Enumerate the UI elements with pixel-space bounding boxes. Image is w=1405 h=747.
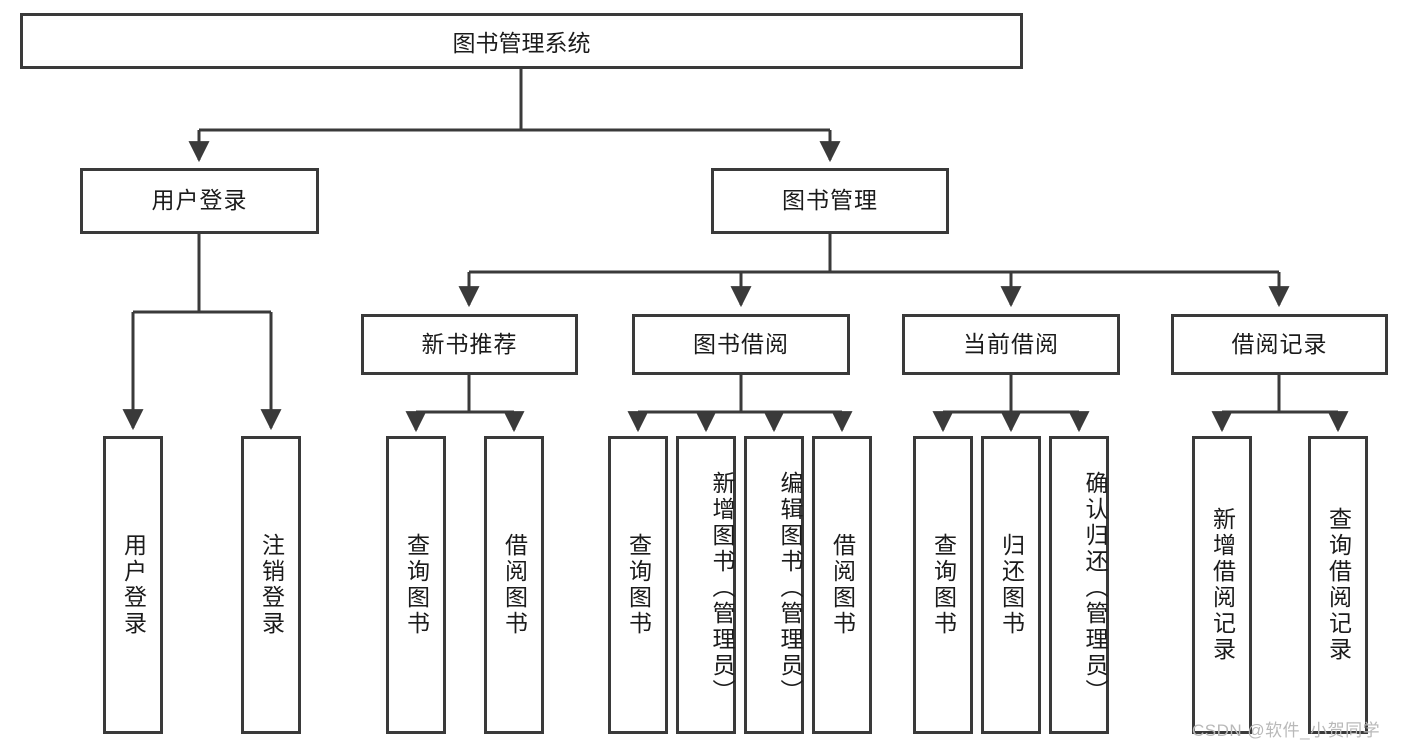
- node-root[interactable]: 图书管理系统: [20, 13, 1023, 69]
- leaf-edit-book-label: 编辑图书（管理员）: [777, 471, 803, 705]
- node-book-manage[interactable]: 图书管理: [711, 168, 949, 234]
- node-book-manage-label: 图书管理: [782, 187, 878, 214]
- leaf-logout-login[interactable]: 注销登录: [241, 436, 301, 734]
- leaf-query-borrow-record[interactable]: 查询借阅记录: [1308, 436, 1368, 734]
- leaf-query-borrow-record-label: 查询借阅记录: [1325, 507, 1352, 663]
- node-current-borrow-label: 当前借阅: [963, 330, 1059, 357]
- leaf-query-book-borrow[interactable]: 查询图书: [608, 436, 668, 734]
- leaf-query-book-borrow-label: 查询图书: [625, 533, 652, 637]
- leaf-return-book[interactable]: 归还图书: [981, 436, 1041, 734]
- node-borrow-record[interactable]: 借阅记录: [1171, 314, 1388, 375]
- node-book-borrow[interactable]: 图书借阅: [632, 314, 850, 375]
- leaf-borrow-book-recommend[interactable]: 借阅图书: [484, 436, 544, 734]
- node-current-borrow[interactable]: 当前借阅: [902, 314, 1120, 375]
- leaf-borrow-book[interactable]: 借阅图书: [812, 436, 872, 734]
- leaf-borrow-book-label: 借阅图书: [829, 533, 856, 637]
- csdn-watermark: CSDN @软件_小贺同学: [1192, 721, 1381, 740]
- leaf-add-book-label: 新增图书（管理员）: [709, 471, 735, 705]
- node-book-borrow-label: 图书借阅: [693, 330, 789, 357]
- leaf-confirm-return[interactable]: 确认归还（管理员）: [1049, 436, 1109, 734]
- node-new-book-recommend-label: 新书推荐: [421, 330, 518, 357]
- node-new-book-recommend[interactable]: 新书推荐: [361, 314, 578, 375]
- leaf-confirm-return-label: 确认归还（管理员）: [1082, 471, 1108, 705]
- node-user-login[interactable]: 用户登录: [80, 168, 319, 234]
- node-borrow-record-label: 借阅记录: [1231, 330, 1328, 357]
- leaf-borrow-book-recommend-label: 借阅图书: [501, 533, 528, 637]
- leaf-user-login-label: 用户登录: [120, 533, 147, 637]
- leaf-user-login[interactable]: 用户登录: [103, 436, 163, 734]
- leaf-query-book-current[interactable]: 查询图书: [913, 436, 973, 734]
- leaf-logout-login-label: 注销登录: [258, 533, 285, 637]
- leaf-query-book-recommend[interactable]: 查询图书: [386, 436, 446, 734]
- leaf-add-book[interactable]: 新增图书（管理员）: [676, 436, 736, 734]
- leaf-edit-book[interactable]: 编辑图书（管理员）: [744, 436, 804, 734]
- leaf-return-book-label: 归还图书: [998, 533, 1025, 637]
- leaf-add-borrow-record[interactable]: 新增借阅记录: [1192, 436, 1252, 734]
- leaf-query-book-recommend-label: 查询图书: [403, 533, 430, 637]
- node-root-label: 图书管理系统: [452, 30, 591, 56]
- leaf-query-book-current-label: 查询图书: [930, 533, 957, 637]
- leaf-add-borrow-record-label: 新增借阅记录: [1209, 507, 1236, 663]
- node-user-login-label: 用户登录: [151, 187, 248, 214]
